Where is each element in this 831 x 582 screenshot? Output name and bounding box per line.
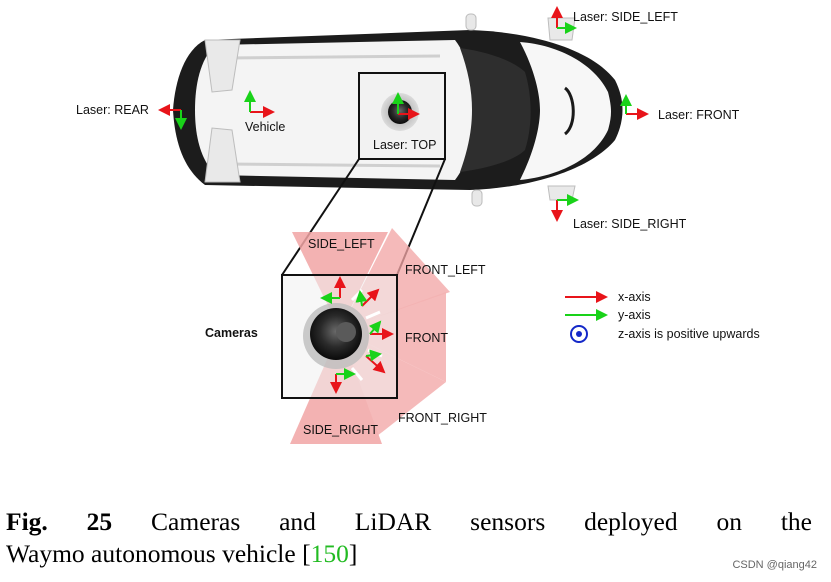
label-vehicle: Vehicle	[245, 120, 285, 134]
caption-reference[interactable]: 150	[310, 539, 349, 568]
axes-cam-front-right	[365, 349, 386, 374]
label-laser-front: Laser: FRONT	[658, 108, 740, 122]
caption-text-line2: Waymo autonomous vehicle [	[6, 539, 311, 568]
caption-close: ]	[348, 539, 358, 568]
label-cameras: Cameras	[205, 326, 258, 340]
mirror-right	[471, 189, 483, 207]
label-laser-top: Laser: TOP	[373, 138, 436, 152]
axes-side-right	[551, 194, 579, 222]
axes-side-left	[551, 6, 577, 34]
axes-cam-side-left	[320, 276, 346, 304]
mirror-left	[465, 13, 477, 31]
legend-z-axis: z-axis is positive upwards	[618, 327, 760, 341]
label-cam-side-left: SIDE_LEFT	[308, 237, 375, 251]
vehicle-hood	[520, 42, 611, 180]
label-laser-rear: Laser: REAR	[76, 103, 149, 117]
legend: x-axis y-axis z-axis is positive upwards	[565, 290, 760, 343]
z-axis-icon	[570, 325, 588, 343]
watermark: CSDN @qiang42	[732, 559, 817, 571]
axes-vehicle	[244, 90, 275, 118]
rear-sensor-pod-left	[204, 39, 241, 93]
legend-y-axis: y-axis	[618, 308, 651, 322]
axes-rear	[158, 104, 187, 130]
figure-caption: Fig. 25 Cameras and LiDAR sensors deploy…	[6, 506, 812, 538]
caption-text-line1: Cameras and LiDAR sensors deployed on th…	[151, 507, 812, 536]
sensor-diagram: Laser: SIDE_LEFT Laser: REAR Vehicle Las…	[76, 6, 760, 444]
rear-sensor-pod-right	[204, 127, 241, 183]
camera-puck	[303, 288, 383, 381]
axes-top	[392, 92, 420, 120]
legend-x-axis: x-axis	[618, 290, 651, 304]
axes-cam-front	[368, 320, 394, 340]
figure-caption-line2: Waymo autonomous vehicle [150]	[6, 538, 357, 570]
caption-fig-label: Fig. 25	[6, 507, 113, 536]
label-laser-side-right: Laser: SIDE_RIGHT	[573, 217, 687, 231]
label-laser-side-left: Laser: SIDE_LEFT	[573, 10, 678, 24]
axes-cam-front-left	[355, 288, 380, 307]
label-cam-front-left: FRONT_LEFT	[405, 263, 486, 277]
zoom-line-left	[281, 158, 360, 276]
label-cam-side-right: SIDE_RIGHT	[303, 423, 378, 437]
label-cam-front-right: FRONT_RIGHT	[398, 411, 487, 425]
vehicle-windshield	[460, 48, 531, 172]
label-cam-front: FRONT	[405, 331, 448, 345]
axes-front	[620, 94, 649, 120]
axes-cam-side-right	[330, 368, 356, 394]
laser-top-box	[358, 72, 446, 160]
